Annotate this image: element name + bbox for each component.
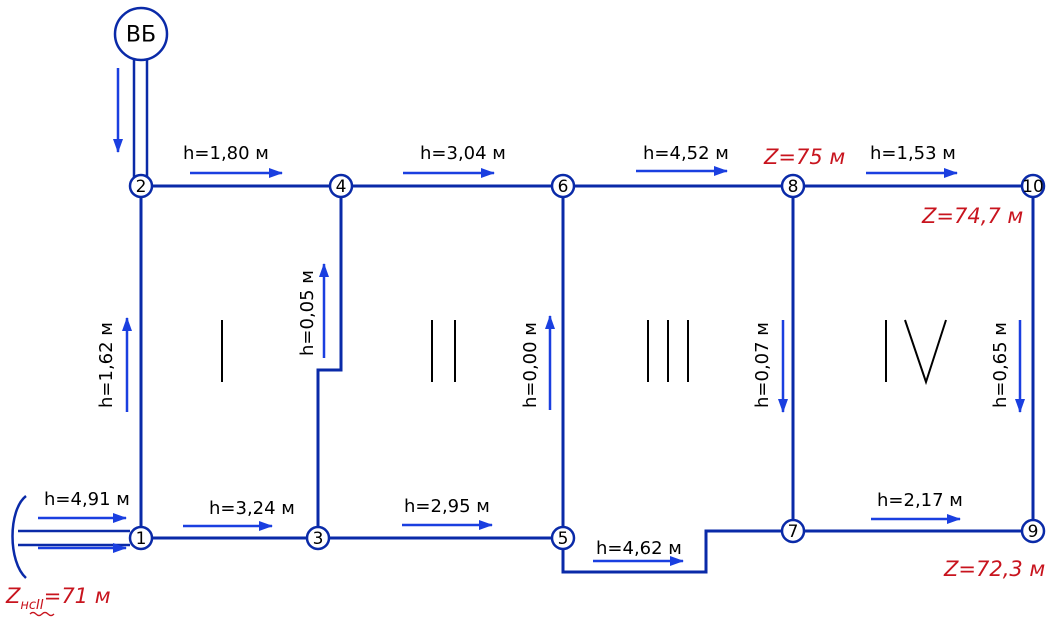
head-loss-8-7: h=0,07 м	[752, 322, 773, 408]
ring-iii-numeral	[647, 320, 689, 382]
head-loss-3-4: h=0,05 м	[297, 270, 318, 356]
node-5: 5	[550, 525, 576, 551]
head-loss-8-10: h=1,53 м	[870, 143, 956, 164]
node-1: 1	[128, 525, 154, 551]
head-loss-10-9: h=0,65 м	[990, 322, 1011, 408]
water-tower: ВБ	[113, 6, 169, 177]
head-loss-inlet: h=4,91 м	[44, 489, 130, 510]
ring-ii-numeral	[431, 320, 456, 382]
water-tower-circle	[113, 6, 169, 62]
water-tower-label: ВБ	[126, 23, 156, 48]
head-loss-6-8: h=4,52 м	[643, 143, 729, 164]
head-loss-labels: h=1,80 м h=3,04 м h=4,52 м h=1,53 м h=4,…	[44, 143, 1011, 559]
node-8: 8	[780, 173, 806, 199]
elevation-node-10: Z=74,7 м	[921, 204, 1023, 228]
pump-inlet	[11, 495, 130, 579]
node-4-label: 4	[336, 177, 347, 197]
ring-iv-numeral	[885, 319, 947, 386]
head-loss-1-3: h=3,24 м	[209, 498, 295, 519]
head-loss-4-6: h=3,04 м	[420, 143, 506, 164]
node-4: 4	[328, 173, 354, 199]
head-loss-5-7: h=4,62 м	[596, 538, 682, 559]
node-9: 9	[1020, 518, 1046, 544]
node-5-label: 5	[558, 529, 569, 549]
node-3-label: 3	[313, 529, 324, 549]
node-9-label: 9	[1028, 522, 1039, 542]
elevation-pump-station: ZнсII=71 м	[5, 584, 111, 613]
node-7: 7	[780, 518, 806, 544]
elevation-labels: Z=75 м Z=74,7 м Z=72,3 м ZнсII=71 м	[5, 145, 1045, 617]
node-6-label: 6	[558, 177, 569, 197]
node-2-label: 2	[136, 177, 147, 197]
node-10: 10	[1020, 173, 1046, 199]
elevation-node-8: Z=75 м	[763, 145, 845, 169]
node-6: 6	[550, 173, 576, 199]
head-loss-1-2: h=1,62 м	[96, 322, 117, 408]
node-1-label: 1	[136, 529, 147, 549]
ring-numerals	[221, 319, 947, 386]
pipe-3-4	[316, 184, 343, 540]
head-loss-5-6: h=0,00 м	[520, 322, 541, 408]
node-7-label: 7	[788, 522, 799, 542]
head-loss-2-4: h=1,80 м	[183, 143, 269, 164]
head-loss-3-5: h=2,95 м	[404, 496, 490, 517]
elevation-node-9: Z=72,3 м	[943, 557, 1045, 581]
flow-arrows	[122, 166, 1025, 566]
node-2: 2	[128, 173, 154, 199]
ring-iv-stroke-v	[904, 319, 947, 386]
node-10-label: 10	[1022, 177, 1044, 197]
head-loss-7-9: h=2,17 м	[877, 490, 963, 511]
pump-label-underline	[29, 611, 55, 617]
node-3: 3	[305, 525, 331, 551]
inlet-bracket	[11, 495, 27, 579]
node-8-label: 8	[788, 177, 799, 197]
nodes: 1 2 3 4 5 6 7 8 9 10	[128, 173, 1046, 551]
pipes	[139, 184, 1035, 574]
pipe-5-7	[561, 529, 795, 574]
